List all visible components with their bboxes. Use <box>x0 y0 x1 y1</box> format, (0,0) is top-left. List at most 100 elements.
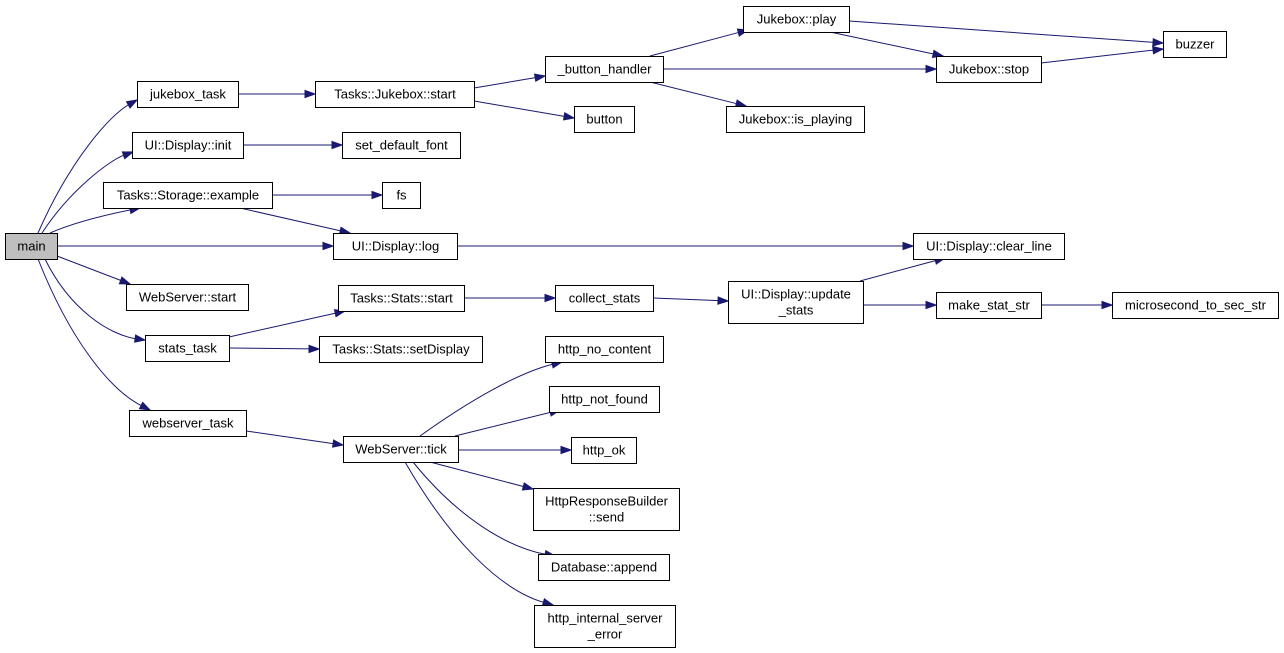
node-main[interactable]: main <box>5 233 58 260</box>
edge-line <box>649 81 738 105</box>
node-box <box>936 56 1042 83</box>
node-box <box>534 605 676 648</box>
node-box <box>129 410 247 437</box>
node-label: Jukebox::is_playing <box>739 112 852 127</box>
arrowhead <box>560 445 573 455</box>
arrowhead <box>541 597 555 607</box>
node-http-ok[interactable]: http_ok <box>571 437 637 464</box>
edge-button_handler-to-jukebox_play <box>649 28 750 57</box>
node-http-no-content[interactable]: http_no_content <box>545 336 664 363</box>
node-box <box>545 56 664 83</box>
node-label: fs <box>396 188 407 203</box>
node-ui-display-init[interactable]: UI::Display::init <box>132 132 244 159</box>
node-set-default-font[interactable]: set_default_font <box>342 132 461 159</box>
node-label: collect_stats <box>569 291 641 306</box>
node-fs[interactable]: fs <box>382 182 421 209</box>
node-microsecond-to-sec-str[interactable]: microsecond_to_sec_str <box>1112 292 1279 319</box>
edge-main-to-stats_task <box>44 258 147 343</box>
node-label: set_default_font <box>355 138 448 153</box>
node-button-handler[interactable]: _button_handler <box>545 56 664 83</box>
edge-main-to-jukebox_task <box>37 99 139 234</box>
node-box <box>728 281 864 324</box>
edge-ui_display_init-to-set_default_font <box>243 140 344 150</box>
arrowhead <box>138 401 152 411</box>
node-box <box>382 182 421 209</box>
edge-webserver_task-to-webserver_tick <box>245 430 345 448</box>
edge-line <box>652 297 720 302</box>
arrowhead <box>925 64 938 74</box>
node-httpresponsebuilder-send[interactable]: HttpResponseBuilder::send <box>533 488 680 531</box>
node-box <box>1112 292 1279 319</box>
node-label: buzzer <box>1175 37 1215 52</box>
node-jukebox-stop[interactable]: Jukebox::stop <box>936 56 1042 83</box>
edge-webserver_tick-to-http_no_content <box>419 360 564 437</box>
arrowhead <box>1152 37 1165 47</box>
arrowhead <box>331 439 345 448</box>
node-label: Tasks::Stats::start <box>350 291 453 306</box>
edge-line <box>649 31 740 57</box>
node-jukebox-play[interactable]: Jukebox::play <box>743 6 850 33</box>
node-box <box>545 336 664 363</box>
node-box <box>538 554 670 581</box>
node-database-append[interactable]: Database::append <box>538 554 670 581</box>
edge-tasks_storage_example-to-ui_display_log <box>239 207 352 235</box>
node-label: Database::append <box>551 560 657 575</box>
edge-line <box>419 363 554 437</box>
node-label: Jukebox::stop <box>949 62 1029 77</box>
node-label: jukebox_task <box>149 87 226 102</box>
node-webserver-task[interactable]: webserver_task <box>129 410 247 437</box>
node-box <box>549 386 660 413</box>
node-box <box>555 285 654 312</box>
node-http-internal-server-error[interactable]: http_internal_server_error <box>534 605 676 648</box>
arrowhead <box>1152 45 1165 55</box>
node-ui-display-clear-line[interactable]: UI::Display::clear_line <box>913 233 1065 260</box>
node-webserver-start[interactable]: WebServer::start <box>126 284 249 311</box>
node-tasks-storage-example[interactable]: Tasks::Storage::example <box>103 182 273 209</box>
node-label: stats_task <box>158 341 217 356</box>
node-make-stat-str[interactable]: make_stat_str <box>936 292 1042 319</box>
node-label: UI::Display::update <box>741 287 851 302</box>
node-collect-stats[interactable]: collect_stats <box>555 285 654 312</box>
edge-line <box>239 207 342 232</box>
edge-tasks_jukebox_start-to-button <box>473 100 576 121</box>
node-tasks-stats-setdisplay[interactable]: Tasks::Stats::setDisplay <box>319 336 483 363</box>
edge-stats_task-to-tasks_stats_start <box>228 309 347 338</box>
edge-line <box>404 461 545 604</box>
arrowhead <box>331 140 344 150</box>
node-label: _button_handler <box>557 62 653 77</box>
arrowhead <box>133 334 147 343</box>
edge-jukebox_stop-to-buzzer <box>1040 45 1165 64</box>
node-label: Jukebox::play <box>757 12 837 27</box>
node-label: Tasks::Stats::setDisplay <box>332 342 470 357</box>
node-box <box>137 81 239 108</box>
node-label: webserver_task <box>141 416 234 431</box>
edge-stats_task-to-tasks_stats_setdisplay <box>228 344 321 354</box>
node-webserver-tick[interactable]: WebServer::tick <box>343 436 459 463</box>
node-button[interactable]: button <box>574 106 635 133</box>
node-ui-display-update-stats[interactable]: UI::Display::update_stats <box>728 281 864 324</box>
edge-line <box>473 77 537 89</box>
node-box <box>342 132 461 159</box>
node-http-not-found[interactable]: http_not_found <box>549 386 660 413</box>
edge-tasks_stats_start-to-collect_stats <box>464 293 557 303</box>
node-label: WebServer::start <box>139 290 237 305</box>
arrowhead <box>1101 300 1114 310</box>
node-ui-display-log[interactable]: UI::Display::log <box>333 233 458 260</box>
node-stats-task[interactable]: stats_task <box>145 335 230 362</box>
edge-ui_display_update_stats-to-make_stat_str <box>863 300 938 310</box>
edge-webserver_tick-to-http_not_found <box>454 408 562 437</box>
node-label: main <box>17 239 45 254</box>
edge-button_handler-to-jukebox_is_playing <box>649 81 748 108</box>
node-tasks-jukebox-start[interactable]: Tasks::Jukebox::start <box>315 81 475 108</box>
edges-layer <box>37 20 1165 607</box>
edge-line <box>412 461 547 555</box>
edge-line <box>859 259 937 282</box>
node-jukebox-task[interactable]: jukebox_task <box>137 81 239 108</box>
arrowhead <box>308 344 321 354</box>
node-jukebox-is-playing[interactable]: Jukebox::is_playing <box>726 106 865 133</box>
node-tasks-stats-start[interactable]: Tasks::Stats::start <box>338 285 465 312</box>
edge-line <box>228 347 311 350</box>
node-buzzer[interactable]: buzzer <box>1163 31 1227 58</box>
node-box <box>333 233 458 260</box>
edge-webserver_tick-to-http_internal_server_error <box>404 461 555 607</box>
